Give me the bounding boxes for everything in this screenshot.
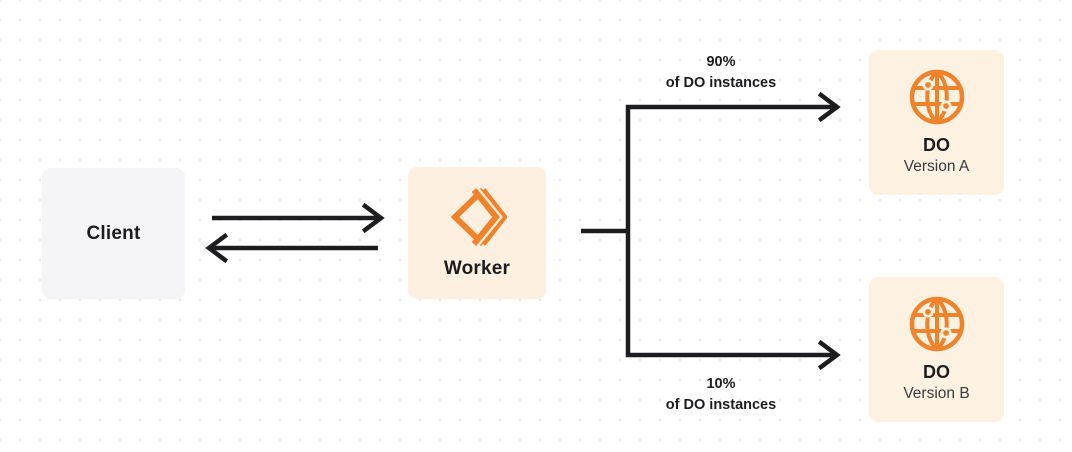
node-do-a-version: Version A [903,158,970,176]
edge-label-do-b: 10% of DO instances [625,374,817,416]
node-client-label: Client [86,222,141,244]
edge-label-do-b-percent: 10% [706,376,736,392]
arrow-client-to-worker [212,202,385,234]
arrow-worker-to-client [205,232,378,264]
node-client: Client [42,168,185,299]
edge-label-do-b-text: of DO instances [665,397,777,414]
edge-label-do-a-percent: 90% [706,54,736,70]
cloudflare-workers-icon [447,186,508,248]
edge-label-do-a-text: of DO instances [665,75,777,92]
node-do-a-label: DO [923,135,950,156]
globe-icon [908,68,966,126]
node-do-b-version: Version B [903,385,970,403]
arrow-worker-to-do-b [626,339,841,371]
edge-label-do-a: 90% of DO instances [625,52,817,94]
node-do-b-label: DO [923,362,950,383]
node-worker: Worker [408,167,546,299]
connector-worker-split [581,105,631,357]
globe-icon [908,295,966,353]
arrow-worker-to-do-a [626,91,841,123]
node-worker-label: Worker [443,258,511,280]
node-do-version-b: DO Version B [869,277,1004,422]
node-do-version-a: DO Version A [869,50,1004,195]
